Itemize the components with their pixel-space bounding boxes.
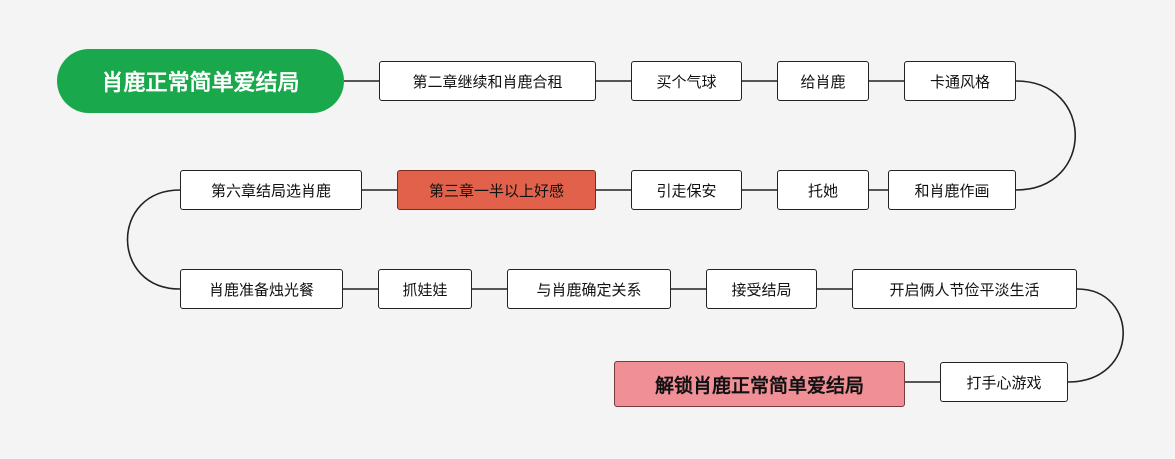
node-chapter3: 第三章一半以上好感 (397, 170, 596, 210)
node-confirm-relationship: 与肖鹿确定关系 (507, 269, 671, 309)
node-chapter2: 第二章继续和肖鹿合租 (379, 61, 596, 101)
connector-curve (1015, 80, 1076, 191)
node-give-xiaolu: 给肖鹿 (777, 61, 869, 101)
node-lead-away-guard: 引走保安 (631, 170, 742, 210)
node-chapter6: 第六章结局选肖鹿 (180, 170, 362, 210)
node-hold-her: 托她 (777, 170, 869, 210)
start-node: 肖鹿正常简单爱结局 (57, 49, 344, 113)
unlock-ending-node: 解锁肖鹿正常简单爱结局 (614, 361, 905, 407)
node-cartoon-style: 卡通风格 (904, 61, 1016, 101)
connector-curve (1067, 288, 1124, 383)
node-frugal-life: 开启俩人节俭平淡生活 (852, 269, 1077, 309)
node-claw-machine: 抓娃娃 (378, 269, 472, 309)
connector-curve (126, 189, 181, 290)
node-handheld-game: 打手心游戏 (940, 362, 1068, 402)
node-buy-balloon: 买个气球 (631, 61, 742, 101)
node-accept-ending: 接受结局 (706, 269, 817, 309)
node-paint-with-xiaolu: 和肖鹿作画 (888, 170, 1016, 210)
node-candlelight-dinner: 肖鹿准备烛光餐 (180, 269, 343, 309)
